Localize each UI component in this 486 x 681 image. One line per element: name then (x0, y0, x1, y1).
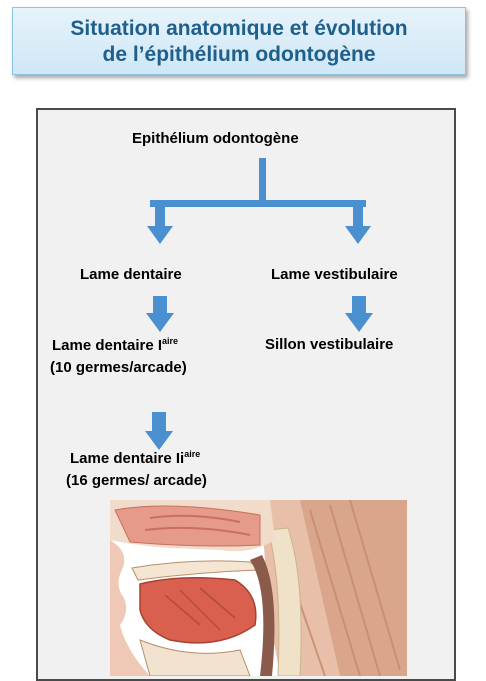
branch-bar (150, 200, 366, 207)
left-arrow-head (147, 226, 173, 244)
right-arrow-shaft (353, 200, 363, 226)
root-label: Epithélium odontogène (132, 130, 299, 147)
left-branch-label: Lame dentaire (80, 266, 182, 283)
arrow-to-sillon-head (345, 313, 373, 332)
left-arrow-shaft (155, 200, 165, 226)
right-arrow-head (345, 226, 371, 244)
primary-name: Lame dentaire I (52, 337, 162, 354)
primary-label: Lame dentaire Iaire (52, 336, 178, 354)
secondary-superscript: aire (184, 449, 200, 459)
secondary-detail: (16 germes/ arcade) (66, 472, 207, 489)
arrow-to-primary-head (146, 313, 174, 332)
arrow-to-primary-shaft (153, 296, 167, 314)
right-branch-label: Lame vestibulaire (271, 266, 398, 283)
arrow-to-sillon-shaft (352, 296, 366, 314)
primary-detail: (10 germes/arcade) (50, 359, 187, 376)
head-sagittal-section-illustration (110, 500, 407, 676)
secondary-label: Lame dentaire Iiaire (70, 449, 200, 467)
arrow-to-secondary-head (145, 431, 173, 450)
primary-superscript: aire (162, 336, 178, 346)
arrow-to-secondary-shaft (152, 412, 166, 432)
right-result-label: Sillon vestibulaire (265, 336, 393, 353)
secondary-name: Lame dentaire Ii (70, 450, 184, 467)
root-stem (259, 158, 266, 206)
